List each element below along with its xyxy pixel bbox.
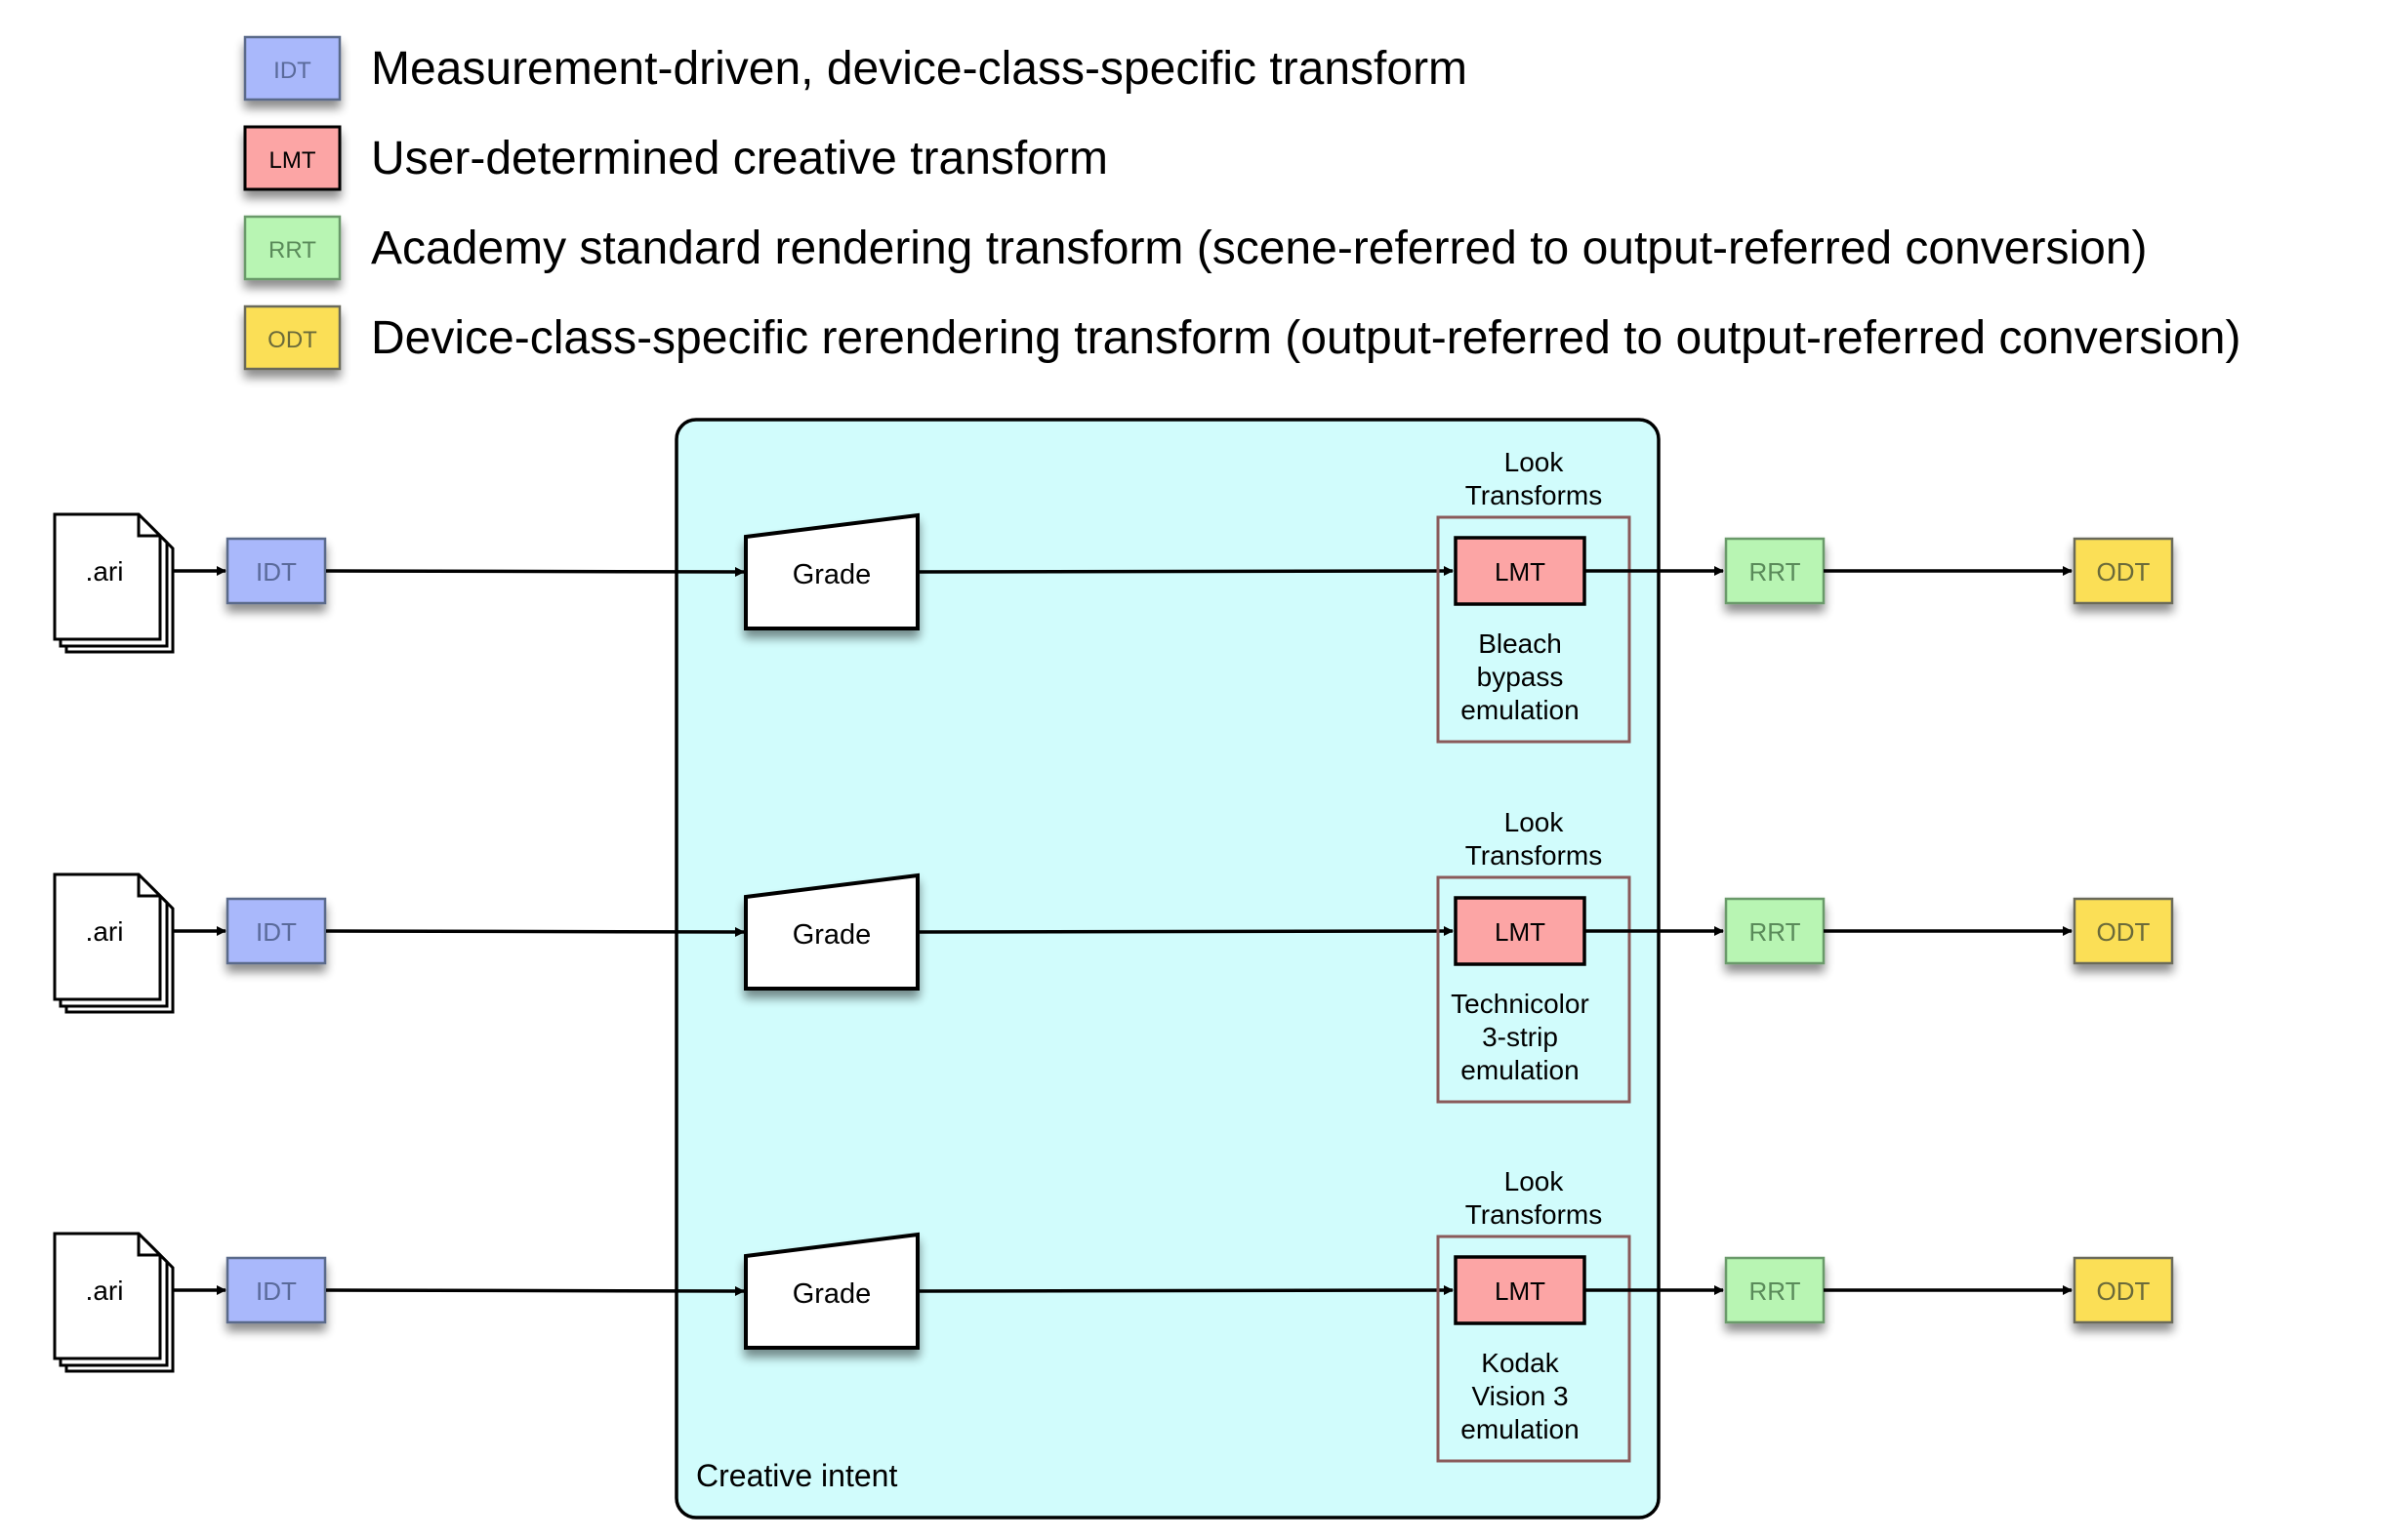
pipeline-row: .ari IDT Grade Look Transforms LMT Kodak…: [53, 1166, 2174, 1463]
creative-intent-label: Creative intent: [696, 1458, 897, 1493]
lmt-description-line-1: Kodak: [1481, 1348, 1559, 1378]
arrow-idt-to-grade: [325, 926, 745, 937]
look-transforms-frame: [1436, 1235, 1631, 1463]
arrow-idt-to-grade: [325, 1285, 745, 1296]
ari-file-label: .ari: [86, 556, 124, 587]
look-transforms-frame: [1436, 515, 1631, 744]
lmt-label: LMT: [1495, 557, 1545, 587]
odt-label: ODT: [2097, 557, 2151, 587]
arrow-grade-to-lmt: [917, 566, 1454, 577]
lmt-description-line-3: emulation: [1460, 1414, 1579, 1444]
pipeline-row: .ari IDT Grade Look Transforms LMT Bleac…: [53, 447, 2174, 744]
legend-swatch-odt: [243, 304, 342, 371]
idt-label: IDT: [256, 917, 297, 947]
grade-label: Grade: [793, 1278, 872, 1310]
lmt-description-line-2: bypass: [1477, 662, 1564, 692]
lmt-box: [1454, 536, 1586, 606]
lmt-label: LMT: [1495, 917, 1545, 947]
legend-text-lmt: User-determined creative transform: [371, 133, 1108, 184]
pipeline-row: .ari IDT Grade Look Transforms LMT Techn…: [53, 807, 2174, 1104]
legend-text-odt: Device-class-specific rerendering transf…: [371, 312, 2240, 364]
legend-swatch-odt-label: ODT: [267, 327, 317, 353]
rrt-label: RRT: [1749, 917, 1801, 947]
look-transforms-frame: [1436, 875, 1631, 1104]
rrt-box: [1724, 897, 1826, 965]
lmt-label: LMT: [1495, 1277, 1545, 1306]
legend-item-rrt: RRT Academy standard rendering transform…: [243, 215, 2148, 281]
rrt-label: RRT: [1749, 557, 1801, 587]
lmt-box: [1454, 896, 1586, 966]
grade-node: [744, 512, 920, 630]
grade-node: [744, 872, 920, 991]
lmt-description-line-3: emulation: [1460, 1055, 1579, 1085]
ari-file-label: .ari: [86, 916, 124, 947]
look-transforms-subtitle: Transforms: [1465, 1199, 1603, 1230]
lmt-description-line-2: 3-strip: [1482, 1022, 1558, 1052]
idt-box: [226, 897, 327, 965]
legend-item-odt: ODT Device-class-specific rerendering tr…: [243, 304, 2240, 371]
look-transforms-title: Look: [1504, 807, 1565, 837]
odt-box: [2073, 1256, 2174, 1324]
grade-label: Grade: [793, 919, 872, 951]
legend-item-idt: IDT Measurement-driven, device-class-spe…: [243, 35, 1467, 101]
ari-file-stack-icon: [53, 872, 175, 1014]
legend-swatch-rrt-label: RRT: [268, 237, 316, 263]
legend-item-lmt: LMT User-determined creative transform: [243, 125, 1108, 191]
rrt-box: [1724, 537, 1826, 605]
legend-swatch-lmt-label: LMT: [269, 147, 316, 174]
odt-box: [2073, 897, 2174, 965]
ari-file-stack-icon: [53, 512, 175, 654]
legend: IDT Measurement-driven, device-class-spe…: [243, 35, 2240, 371]
grade-label: Grade: [793, 559, 872, 590]
legend-text-rrt: Academy standard rendering transform (sc…: [371, 223, 2148, 274]
arrow-idt-to-grade: [325, 566, 745, 577]
look-transforms-subtitle: Transforms: [1465, 480, 1603, 510]
look-transforms-subtitle: Transforms: [1465, 840, 1603, 871]
creative-intent-region: [675, 418, 1661, 1520]
lmt-description-line-1: Bleach: [1478, 628, 1562, 659]
lmt-description-line-2: Vision 3: [1471, 1381, 1568, 1411]
idt-box: [226, 1256, 327, 1324]
legend-text-idt: Measurement-driven, device-class-specifi…: [371, 43, 1467, 95]
legend-swatch-rrt: [243, 215, 342, 281]
idt-label: IDT: [256, 557, 297, 587]
idt-label: IDT: [256, 1277, 297, 1306]
legend-swatch-lmt: [243, 125, 342, 191]
idt-box: [226, 537, 327, 605]
legend-swatch-idt: [243, 35, 342, 101]
lmt-description-line-1: Technicolor: [1451, 989, 1589, 1019]
lmt-description-line-3: emulation: [1460, 695, 1579, 725]
ari-file-label: .ari: [86, 1276, 124, 1306]
odt-label: ODT: [2097, 1277, 2151, 1306]
look-transforms-title: Look: [1504, 1166, 1565, 1196]
rrt-label: RRT: [1749, 1277, 1801, 1306]
arrow-grade-to-lmt: [917, 926, 1454, 937]
ari-file-stack-icon: [53, 1232, 175, 1373]
grade-node: [744, 1232, 920, 1350]
odt-box: [2073, 537, 2174, 605]
odt-label: ODT: [2097, 917, 2151, 947]
arrow-grade-to-lmt: [917, 1285, 1454, 1296]
legend-swatch-idt-label: IDT: [273, 58, 311, 84]
look-transforms-title: Look: [1504, 447, 1565, 477]
